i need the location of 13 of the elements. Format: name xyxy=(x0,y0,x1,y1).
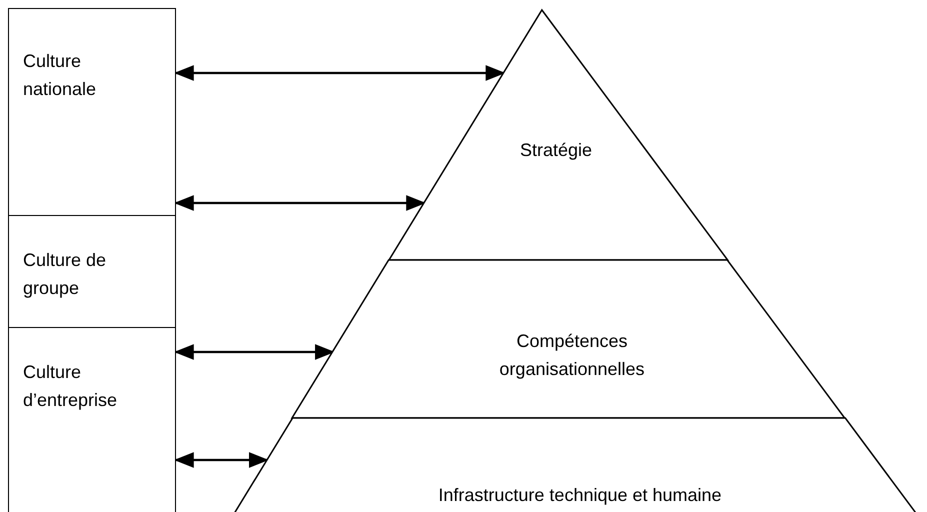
box-label: Culture d’entreprise xyxy=(23,361,118,412)
culture-box xyxy=(8,215,176,328)
layer-label: Stratégie xyxy=(518,139,593,162)
double-arrow xyxy=(174,344,335,360)
culture-box xyxy=(8,8,176,216)
box-label: Culture nationale xyxy=(23,50,98,101)
double-arrow xyxy=(174,65,506,81)
layer-label: Compétences organisationnelles xyxy=(498,330,646,381)
double-arrow xyxy=(174,452,269,468)
double-arrow xyxy=(174,195,426,211)
box-label: Culture de groupe xyxy=(23,249,108,300)
culture-box xyxy=(8,327,176,512)
layer-label: Infrastructure technique et humaine xyxy=(437,484,723,507)
